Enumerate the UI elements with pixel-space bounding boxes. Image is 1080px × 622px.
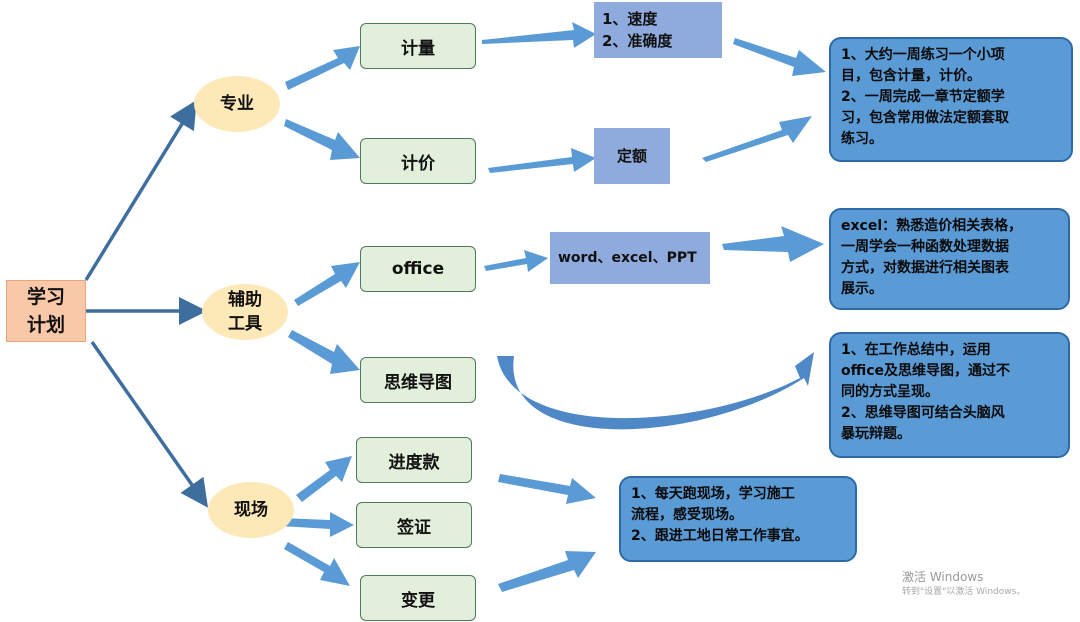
item-mind-map: 思维导图	[360, 357, 476, 403]
watermark-activate-windows: 激活 Windows	[902, 570, 984, 584]
fuzhu-to-office-arrow	[294, 262, 360, 306]
note-site: 1、每天跑现场，学习施工 流程，感受现场。 2、跟进工地日常工作事宜。	[619, 476, 857, 562]
item-office: office	[360, 246, 476, 292]
item-visa: 签证	[356, 502, 472, 548]
detail-measurement: 1、速度 2、准确度	[594, 2, 722, 58]
biangeng-to-note-arrow	[498, 551, 596, 592]
category-site: 现场	[208, 482, 294, 538]
category-aux-tools: 辅助 工具	[202, 284, 288, 340]
item-progress-payment: 进度款	[356, 437, 472, 483]
watermark-activate-windows-hint: 转到"设置"以激活 Windows。	[902, 587, 1026, 597]
detail-to-zhuanye-note-arrow-bottom	[702, 116, 812, 162]
root-node-study-plan: 学习 计划	[6, 280, 86, 342]
siwei-to-note-curved-arrow	[497, 352, 814, 430]
zhuanye-to-jijia-arrow	[284, 119, 360, 160]
detail-to-office-note-arrow	[722, 226, 824, 262]
detail-to-zhuanye-note-arrow-top	[733, 38, 826, 76]
jindukuan-to-note-arrow	[498, 474, 596, 504]
note-professional: 1、大约一周练习一个小项 目，包含计量，计价。 2、一周完成一章节定额学 习，包…	[829, 37, 1073, 162]
detail-office: word、excel、PPT	[550, 232, 710, 284]
item-pricing: 计价	[360, 138, 476, 184]
jijia-to-detail-arrow	[488, 148, 596, 173]
item-change: 变更	[360, 575, 476, 621]
fuzhu-to-siwei-arrow	[288, 330, 360, 374]
detail-pricing: 定额	[594, 128, 670, 184]
note-office: excel：熟悉造价相关表格， 一周学会一种函数处理数据 方式，对数据进行相关图…	[829, 208, 1070, 310]
root-to-zhuanye-connector	[84, 100, 197, 281]
note-mind-map: 1、在工作总结中，运用 office及思维导图，通过不 同的方式呈现。 2、思维…	[829, 332, 1070, 458]
root-to-xianchang-connector	[90, 340, 209, 508]
category-professional: 专业	[194, 76, 280, 132]
office-to-detail-arrow	[484, 250, 548, 272]
item-measurement: 计量	[360, 23, 476, 69]
xianchang-to-qianzheng-arrow	[280, 512, 354, 537]
zhuanye-to-jiliang-arrow	[285, 46, 360, 90]
xianchang-to-jindukuan-arrow	[296, 456, 352, 502]
jiliang-to-detail-arrow	[482, 22, 596, 48]
xianchang-to-biangeng-arrow	[284, 542, 350, 586]
